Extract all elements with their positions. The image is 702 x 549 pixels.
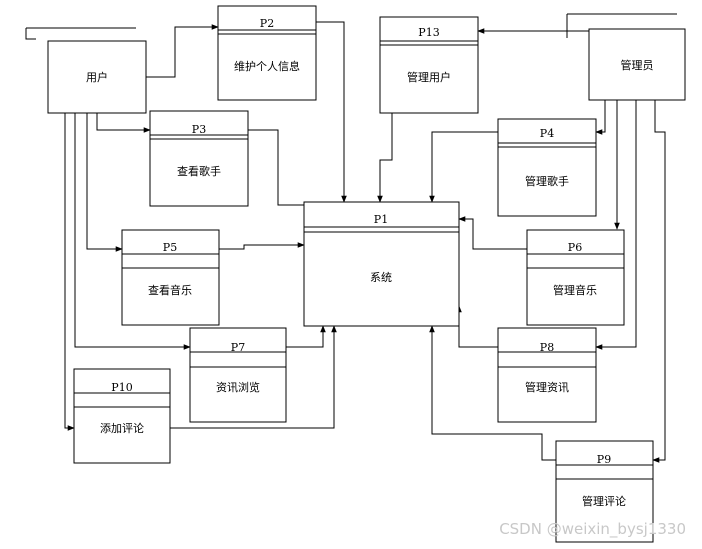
- process-p7: P7 资讯浏览: [189, 327, 287, 423]
- process-p4-id: P4: [540, 127, 554, 140]
- edge-p10-p1: [170, 325, 337, 429]
- edge-p6-p1: [458, 216, 527, 250]
- entity-user-label: 用户: [86, 70, 108, 84]
- process-p4: P4 管理歌手: [497, 118, 597, 217]
- edge-user-p10: [64, 113, 75, 431]
- edge-p7-p1: [286, 325, 326, 348]
- watermark: CSDN @weixin_bysj1330: [499, 520, 686, 539]
- process-p5-id: P5: [163, 241, 177, 254]
- edge-user-p5: [86, 113, 123, 252]
- edge-user-p3: [96, 113, 151, 133]
- process-p10-id: P10: [111, 381, 132, 394]
- process-p5: P5 查看音乐: [121, 229, 220, 326]
- edge-admin-p8: [595, 100, 637, 350]
- process-p2-label: 维护个人信息: [234, 59, 300, 73]
- process-p6-id: P6: [568, 241, 582, 254]
- process-p9-id: P9: [597, 453, 611, 466]
- edge-user-p2: [146, 24, 219, 78]
- process-p8-label: 管理资讯: [525, 380, 569, 394]
- process-p2: P2 维护个人信息: [217, 5, 317, 101]
- process-p2-id: P2: [260, 17, 274, 30]
- edges: [64, 21, 666, 463]
- process-p6: P6 管理音乐: [526, 229, 625, 326]
- edge-admin-p9: [652, 100, 666, 463]
- edge-p9-p1: [429, 325, 556, 461]
- process-p1-id: P1: [374, 213, 388, 226]
- process-p7-id: P7: [231, 341, 245, 354]
- edge-p3-p1: [248, 129, 316, 208]
- process-p1: P1 系统: [303, 201, 460, 327]
- edge-p4-p1: [429, 131, 498, 203]
- process-p9: P9 管理评论: [555, 440, 654, 543]
- edge-p5-p1: [219, 242, 305, 250]
- process-p13-label: 管理用户: [407, 70, 451, 84]
- entity-user: 用户: [25, 27, 147, 114]
- edge-p2-p1: [316, 21, 347, 203]
- process-p13: P13 管理用户: [379, 16, 479, 114]
- process-p10: P10 添加评论: [73, 368, 171, 464]
- process-p5-label: 查看音乐: [148, 283, 192, 297]
- process-p13-id: P13: [418, 26, 439, 39]
- process-p3-label: 查看歌手: [177, 164, 221, 178]
- process-p6-label: 管理音乐: [553, 283, 597, 297]
- process-p1-label: 系统: [370, 271, 392, 284]
- entity-admin: 管理员: [566, 13, 686, 101]
- process-p3-id: P3: [192, 123, 206, 136]
- edge-p13-p1: [377, 113, 393, 203]
- process-p8-id: P8: [540, 341, 554, 354]
- process-p10-label: 添加评论: [100, 421, 144, 435]
- process-p4-label: 管理歌手: [525, 174, 569, 188]
- edge-p8-p1: [456, 305, 498, 348]
- edge-admin-p4: [595, 100, 606, 135]
- entity-admin-label: 管理员: [621, 58, 654, 72]
- edge-user-p7: [74, 113, 191, 350]
- process-p7-label: 资讯浏览: [216, 380, 260, 394]
- process-p9-label: 管理评论: [582, 494, 626, 508]
- process-p3: P3 查看歌手: [149, 110, 249, 207]
- process-p8: P8 管理资讯: [497, 327, 597, 423]
